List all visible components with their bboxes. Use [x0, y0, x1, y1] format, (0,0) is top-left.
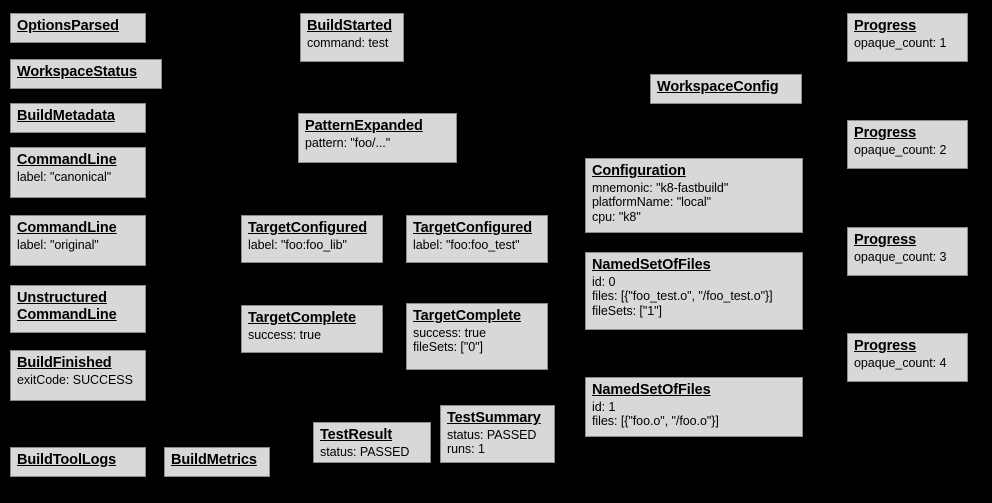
- node-title: BuildMetadata: [17, 108, 115, 124]
- node-field: files: [{"foo.o", "/foo.o"}]: [592, 414, 719, 429]
- node-unstructured-commandline[interactable]: Unstructured CommandLine: [10, 285, 146, 333]
- node-title: BuildToolLogs: [17, 452, 117, 468]
- node-fields: opaque_count: 4: [854, 356, 961, 371]
- node-field: fileSets: ["0"]: [413, 340, 483, 355]
- node-field: cpu: "k8": [592, 209, 641, 224]
- node-field: label: "original": [17, 237, 99, 252]
- node-field: opaque_count: 1: [854, 35, 947, 50]
- node-field: exitCode: SUCCESS: [17, 372, 133, 387]
- node-title: TargetComplete: [248, 310, 356, 326]
- node-title: TargetConfigured: [413, 220, 532, 236]
- node-title: OptionsParsed: [17, 18, 119, 34]
- node-title: Unstructured CommandLine: [17, 290, 117, 323]
- node-fields: success: true: [248, 328, 376, 343]
- node-field: opaque_count: 4: [854, 355, 947, 370]
- node-field: success: true: [413, 325, 486, 340]
- node-field: status: PASSED: [320, 444, 410, 459]
- node-fields: mnemonic: "k8-fastbuild"platformName: "l…: [592, 181, 796, 225]
- node-fields: label: "original": [17, 238, 139, 253]
- node-fields: status: PASSED: [320, 445, 424, 460]
- node-field: id: 0: [592, 274, 616, 289]
- node-field: opaque_count: 3: [854, 249, 947, 264]
- node-buildmetadata[interactable]: BuildMetadata: [10, 103, 146, 133]
- node-title: BuildMetrics: [171, 452, 257, 468]
- node-field: opaque_count: 2: [854, 142, 947, 157]
- node-field: label: "foo:foo_test": [413, 237, 520, 252]
- node-field: label: "canonical": [17, 169, 112, 184]
- node-title: Progress: [854, 125, 917, 141]
- node-fields: opaque_count: 3: [854, 250, 961, 265]
- node-title: Configuration: [592, 163, 686, 179]
- node-fields: command: test: [307, 36, 397, 51]
- node-workspacestatus[interactable]: WorkspaceStatus: [10, 59, 162, 89]
- node-field: platformName: "local": [592, 195, 711, 210]
- node-title: TestResult: [320, 427, 393, 443]
- node-title: TestSummary: [447, 410, 541, 426]
- node-field: label: "foo:foo_lib": [248, 237, 347, 252]
- node-title: PatternExpanded: [305, 118, 423, 134]
- node-workspaceconfig[interactable]: WorkspaceConfig: [650, 74, 802, 104]
- node-fields: label: "canonical": [17, 170, 139, 185]
- node-title: NamedSetOfFiles: [592, 257, 711, 273]
- node-title: Progress: [854, 338, 917, 354]
- node-title: WorkspaceStatus: [17, 64, 137, 80]
- node-title: WorkspaceConfig: [657, 79, 779, 95]
- node-title: BuildStarted: [307, 18, 393, 34]
- node-title: TargetConfigured: [248, 220, 367, 236]
- node-fields: label: "foo:foo_lib": [248, 238, 376, 253]
- node-title: Progress: [854, 232, 917, 248]
- node-field: pattern: "foo/...": [305, 135, 391, 150]
- node-field: id: 1: [592, 399, 616, 414]
- node-field: files: [{"foo_test.o", "/foo_test.o"}]: [592, 289, 773, 304]
- node-field: status: PASSED: [447, 427, 537, 442]
- node-buildmetrics[interactable]: BuildMetrics: [164, 447, 270, 477]
- node-field: mnemonic: "k8-fastbuild": [592, 180, 729, 195]
- node-title: TargetComplete: [413, 308, 521, 324]
- node-title: CommandLine: [17, 152, 117, 168]
- node-optionsparsed[interactable]: OptionsParsed: [10, 13, 146, 43]
- node-title: NamedSetOfFiles: [592, 382, 711, 398]
- node-field: runs: 1: [447, 442, 485, 457]
- node-field: command: test: [307, 35, 389, 50]
- node-title: BuildFinished: [17, 355, 112, 371]
- node-field: success: true: [248, 327, 321, 342]
- node-buildtoollogs[interactable]: BuildToolLogs: [10, 447, 146, 477]
- node-fields: label: "foo:foo_test": [413, 238, 541, 253]
- node-fields: pattern: "foo/...": [305, 136, 450, 151]
- node-title: CommandLine: [17, 220, 117, 236]
- node-fields: opaque_count: 1: [854, 36, 961, 51]
- node-field: fileSets: ["1"]: [592, 303, 662, 318]
- node-fields: opaque_count: 2: [854, 143, 961, 158]
- node-title: Progress: [854, 18, 917, 34]
- node-fields: exitCode: SUCCESS: [17, 373, 139, 388]
